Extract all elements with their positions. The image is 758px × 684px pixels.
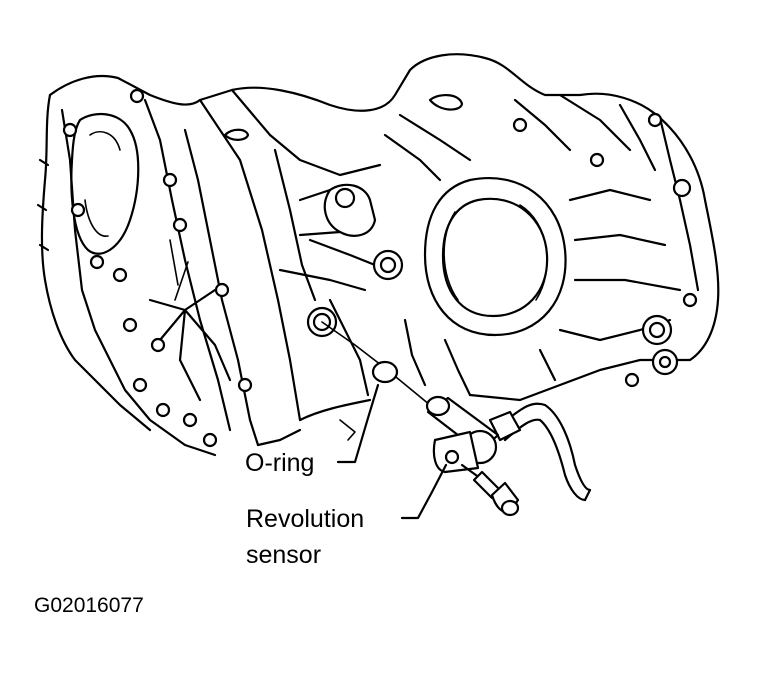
o-ring-leader — [336, 383, 380, 464]
bolt-bosses — [62, 88, 698, 448]
figure-code: G02016077 — [34, 594, 144, 617]
revolution-sensor-leader — [400, 463, 448, 520]
o-ring-label: O-ring — [245, 449, 314, 477]
alignment-line — [321, 321, 431, 406]
revolution-sensor-label-line1: Revolution — [246, 505, 364, 533]
revolution-sensor-part — [425, 395, 592, 502]
revolution-sensor-label-line2: sensor — [246, 541, 321, 569]
o-ring-part — [371, 360, 399, 384]
transmission-housing — [36, 53, 720, 457]
mounting-bolt-part — [460, 463, 520, 517]
